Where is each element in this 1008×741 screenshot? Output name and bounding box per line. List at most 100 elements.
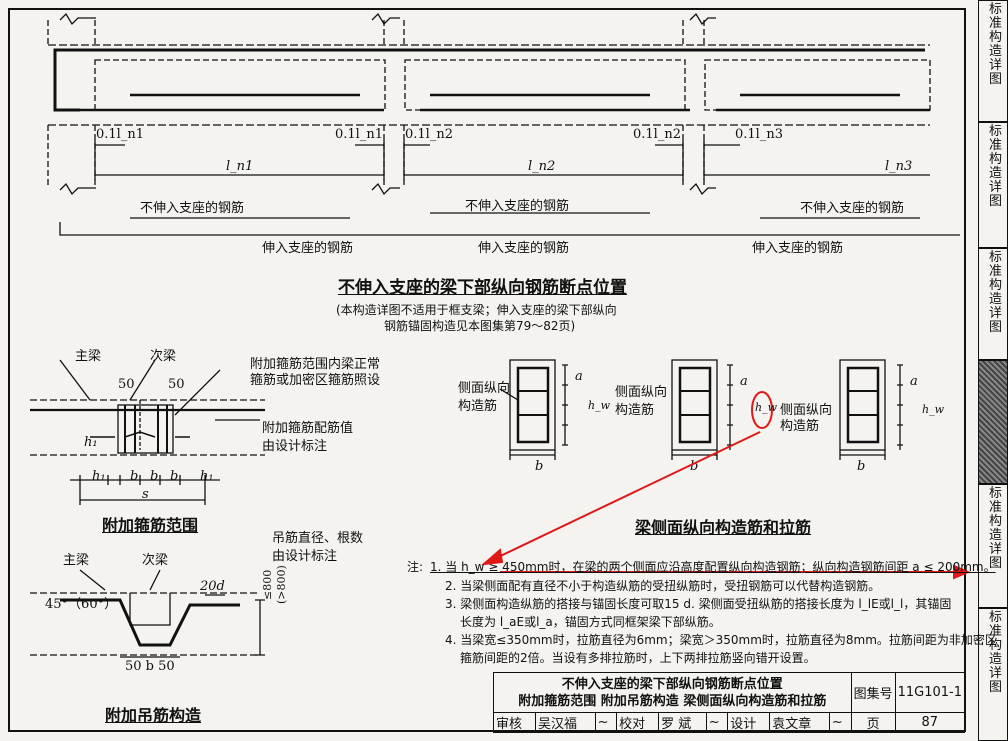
- side-label-b1: 侧面纵向: [615, 385, 668, 400]
- stirrup-b1: b: [130, 469, 139, 484]
- ratio-text: 0.1l_n1: [96, 127, 144, 142]
- hanger-title: 附加吊筋构造: [105, 706, 202, 725]
- span-length-3: l_n3: [885, 159, 913, 174]
- hanger-20d: 20d: [200, 579, 225, 594]
- hanger-secondary-beam: 次梁: [142, 553, 169, 568]
- side-a-3: a: [910, 374, 918, 389]
- label-not-into-support-3: 不伸入支座的钢筋: [800, 201, 905, 216]
- ratio-label-3: 0.1l_n2: [405, 128, 453, 141]
- side-label-c2: 构造筋: [780, 419, 820, 434]
- reviewer-name: 吴汉福: [535, 712, 596, 733]
- side-hw-2: h_w: [755, 401, 777, 414]
- hanger-h800-b: (>800): [275, 565, 288, 604]
- atlas-number: 11G101-1: [894, 672, 966, 713]
- stirrup-diagram: [30, 359, 265, 505]
- sidebar-item-6[interactable]: 标准构造详图: [978, 608, 1008, 741]
- ratio-text: 0.1l_n2: [633, 127, 681, 142]
- sidebar-item-1[interactable]: 标准构造详图: [978, 0, 1008, 122]
- span-length-1: l_n1: [226, 159, 254, 174]
- stirrup-b2: b: [150, 469, 159, 484]
- checker-sign: ~: [705, 712, 729, 733]
- annotation-arrows: [480, 431, 971, 580]
- side-a-2: a: [740, 374, 748, 389]
- hanger-diagram: [30, 569, 265, 658]
- side-hw-1: h_w: [588, 399, 610, 412]
- sidebar-item-active[interactable]: [978, 360, 1008, 484]
- stirrup-note-3: 附加箍筋配筋值: [262, 421, 354, 436]
- designer-name: 袁文章: [769, 712, 830, 733]
- label-into-support-3: 伸入支座的钢筋: [752, 241, 844, 256]
- drawing-frame: [8, 8, 966, 732]
- ratio-text: 0.1l_n3: [735, 127, 783, 142]
- checker-name: 罗 斌: [658, 712, 707, 733]
- side-sections-diagram: [499, 359, 903, 460]
- reviewer-sign: ~: [594, 712, 618, 733]
- stirrup-h1-side: h₁: [84, 435, 98, 450]
- section-title-main: 不伸入支座的梁下部纵向钢筋断点位置: [338, 278, 627, 298]
- stirrup-dim-left: 50: [118, 377, 135, 392]
- stirrup-note-1: 附加箍筋范围内梁正常: [250, 357, 381, 372]
- side-b-2: b: [690, 459, 699, 474]
- sidebar-item-3[interactable]: 标准构造详图: [978, 248, 1008, 360]
- stirrup-note-2: 箍筋或加密区箍筋照设: [250, 373, 381, 388]
- side-title: 梁侧面纵向构造筋和拉筋: [635, 518, 812, 537]
- label-not-into-support-2: 不伸入支座的钢筋: [465, 199, 570, 214]
- note-3b: 长度为 l_aE或l_a，锚固方式同框架梁下部纵筋。: [460, 615, 721, 629]
- stirrup-secondary-beam: 次梁: [150, 349, 177, 364]
- side-a-1: a: [575, 369, 583, 384]
- ratio-label-5: 0.1l_n3: [735, 128, 783, 141]
- side-label-a1: 侧面纵向: [458, 381, 511, 396]
- page-label: 页: [850, 712, 896, 733]
- side-hw-3: h_w: [922, 403, 944, 416]
- designer-sign: ~: [828, 712, 852, 733]
- stirrup-title: 附加箍筋范围: [102, 516, 199, 535]
- span-length-2: l_n2: [528, 159, 556, 174]
- label-not-into-support-1: 不伸入支座的钢筋: [140, 201, 245, 216]
- title-block: 不伸入支座的梁下部纵向钢筋断点位置 附加箍筋范围 附加吊筋构造 梁侧面纵向构造筋…: [493, 672, 966, 733]
- note-4b: 箍筋间距的2倍。当设有多排拉筋时，上下两排拉筋竖向错开设置。: [460, 651, 816, 665]
- ratio-text: 0.1l_n1: [335, 127, 383, 142]
- titleblock-line-1: 不伸入支座的梁下部纵向钢筋断点位置: [561, 676, 783, 692]
- check-label: 校对: [616, 712, 660, 733]
- stirrup-h1-right: h₁: [200, 469, 214, 484]
- design-label: 设计: [727, 712, 771, 733]
- stirrup-dim-right: 50: [168, 377, 185, 392]
- stirrup-note-4: 由设计标注: [262, 439, 328, 454]
- side-label-b2: 构造筋: [615, 403, 655, 418]
- note-2: 2. 当梁侧面配有直径不小于构造纵筋的受扭纵筋时，受扭钢筋可以代替构造钢筋。: [445, 579, 881, 593]
- note-4a: 4. 当梁宽≤350mm时，拉筋直径为6mm；梁宽＞350mm时，拉筋直径为8m…: [445, 633, 997, 647]
- hanger-bottom-dims: 50 b 50: [125, 659, 175, 674]
- ratio-label-2: 0.1l_n1: [335, 128, 383, 141]
- page-number: 87: [894, 712, 966, 733]
- stirrup-b3: b: [170, 469, 179, 484]
- side-b-1: b: [535, 459, 544, 474]
- hanger-main-beam: 主梁: [63, 553, 90, 568]
- side-label-c1: 侧面纵向: [780, 403, 833, 418]
- hanger-note-2: 由设计标注: [272, 549, 338, 564]
- stirrup-s: s: [142, 487, 149, 502]
- right-sidebar: 标准构造详图 标准构造详图 标准构造详图 标准构造详图 标准构造详图: [978, 0, 1008, 741]
- section-subtitle-1: (本构造详图不适用于框支梁；伸入支座的梁下部纵向: [336, 303, 617, 317]
- sidebar-item-5[interactable]: 标准构造详图: [978, 484, 1008, 608]
- label-into-support-1: 伸入支座的钢筋: [262, 241, 354, 256]
- side-b-3: b: [857, 459, 866, 474]
- hanger-note-1: 吊筋直径、根数: [272, 531, 364, 546]
- ratio-label-4: 0.1l_n2: [633, 128, 681, 141]
- atlas-label: 图集号: [850, 672, 896, 713]
- side-label-a2: 构造筋: [458, 399, 498, 414]
- beam-diagram: [47, 12, 960, 236]
- sidebar-item-2[interactable]: 标准构造详图: [978, 122, 1008, 248]
- review-label: 审核: [493, 712, 536, 733]
- titleblock-line-2: 附加箍筋范围 附加吊筋构造 梁侧面纵向构造筋和拉筋: [518, 693, 827, 709]
- ratio-label-1: 0.1l_n1: [96, 128, 144, 141]
- stirrup-h1-left: h₁: [92, 469, 106, 484]
- hanger-h800-a: ≤800: [261, 569, 274, 600]
- label-into-support-2: 伸入支座的钢筋: [478, 241, 570, 256]
- stirrup-main-beam: 主梁: [75, 349, 102, 364]
- note-1: 1. 当 h_w ≥ 450mm时，在梁的两个侧面应沿高度配置纵向构造钢筋；纵向…: [430, 560, 996, 574]
- ratio-text: 0.1l_n2: [405, 127, 453, 142]
- notes-prefix: 注:: [407, 560, 424, 574]
- section-subtitle-2: 钢筋锚固构造见本图集第79～82页): [384, 319, 576, 333]
- hanger-angle: 45°（60°）: [45, 597, 118, 612]
- note-3a: 3. 梁侧面构造纵筋的搭接与锚固长度可取15 d. 梁侧面受扭纵筋的搭接长度为 …: [445, 597, 952, 611]
